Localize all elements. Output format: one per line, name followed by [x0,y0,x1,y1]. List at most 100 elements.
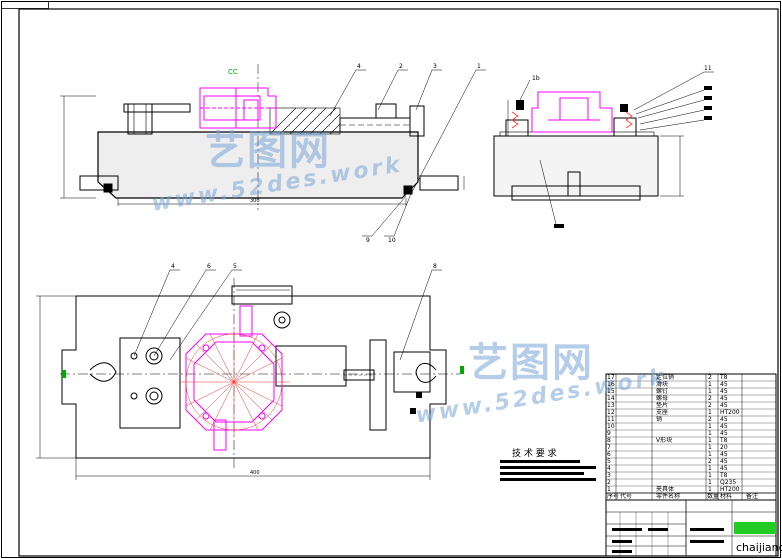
bom-cell-qty: 2 [708,402,712,409]
front-nut [375,103,397,119]
top-callout-6: 6 [207,263,211,270]
bom-cell-no: 15 [607,388,615,395]
tech-requirements-lines [500,460,596,481]
front-left-column [127,103,153,135]
bom-cell-mat: 45 [720,381,728,388]
front-view [60,64,465,210]
top-callout-4: 4 [171,263,175,270]
title-green-stamp [734,522,776,534]
bom-cell-qty: 1 [708,388,712,395]
bom-cell-mat: 45 [720,395,728,402]
bom-cell-qty: 1 [708,472,712,479]
front-base [97,131,419,199]
bom-cell-mat: T8 [720,472,728,479]
front-workpiece [199,87,277,129]
bom-cell-qty: 2 [708,416,712,423]
side-right-post [613,117,637,137]
top-right-clamp [415,363,437,383]
top-hole-upper [145,347,163,365]
top-bolts [410,392,422,414]
bom-cell-no: 12 [607,409,615,416]
bom-cell-no: 6 [607,451,611,458]
bom-cell-no: 17 [607,374,615,381]
side-callout-1b: 1b [532,75,540,82]
front-callout-leaders [329,69,486,237]
bom-cell-qty: 1 [708,437,712,444]
bom-cell-mat: HT200 [720,409,740,416]
bom-cell-no: 8 [607,437,611,444]
side-callout-11: 11 [704,65,712,72]
bom-cell-qty: 1 [708,479,712,486]
title-signature: chaijiancao [736,541,782,554]
side-key [567,171,581,197]
top-callout-8: 8 [433,263,437,270]
top-hole-lower [145,387,163,405]
top-width-dim-text: 400 [250,470,260,476]
side-callout-tags [554,86,712,228]
bom-cell-no: 7 [607,444,611,451]
front-bolt-left [103,183,113,193]
bom-cell-name: 支座 [656,409,669,416]
top-callout-leaders [133,269,442,361]
front-callout-4: 4 [357,63,361,70]
front-left-lug [79,175,119,191]
drawing-frame [18,8,779,557]
bom-header-code: 代号 [620,493,633,500]
bom-header-name: 零件名称 [656,493,681,500]
bom-cell-mat: 45 [720,388,728,395]
bom-header-material: 材料 [720,493,733,500]
bom-header-qty: 数量 [707,493,720,500]
bom-cell-mat: 20 [720,444,728,451]
front-callout-2: 2 [399,63,403,70]
front-callout-9: 9 [366,237,370,244]
bom-cell-no: 4 [607,465,611,472]
watermark-brand-mid: 艺图网 [468,340,594,386]
top-callout-5: 5 [233,263,237,270]
bom-cell-qty: 2 [708,374,712,381]
side-view [493,100,684,201]
top-right-plate [369,339,387,431]
top-left-plate [119,337,181,429]
bom-cell-name: 夹具体 [656,486,675,493]
bom-cell-name: 螺钉 [656,388,669,395]
side-bottom-plate [511,185,641,201]
bom-cell-mat: 45 [720,430,728,437]
bom-cell-name: 定位销 [656,374,675,381]
bom-cell-name: 螺母 [656,395,669,402]
front-bolt-right [403,185,413,195]
side-base [493,135,659,197]
bom-header: 序号 代号 零件名称 数量 材料 备注 [606,493,776,500]
title-block-marks [612,528,724,553]
bom-cell-name: 销 [656,416,663,423]
corner-tag-box [1,1,49,9]
top-left-marker [62,370,66,378]
front-callout-3: 3 [433,63,437,70]
bom-cell-no: 9 [607,430,611,437]
bom-cell-no: 14 [607,395,615,402]
bom-cell-qty: 1 [708,451,712,458]
bom-cell-name: 垫片 [656,402,669,409]
front-callout-10: 10 [388,237,396,244]
bom-cell-mat: 45 [720,423,728,430]
bom-cell-qty: 1 [708,430,712,437]
bom-cell-no: 11 [607,416,615,423]
bom-cell-qty: 2 [708,458,712,465]
bom-cell-qty: 1 [708,465,712,472]
bom-row: 15 螺钉 1 45 [606,388,776,395]
bom-row: 9 1 45 [606,430,776,437]
bom-row-lines [606,380,776,494]
